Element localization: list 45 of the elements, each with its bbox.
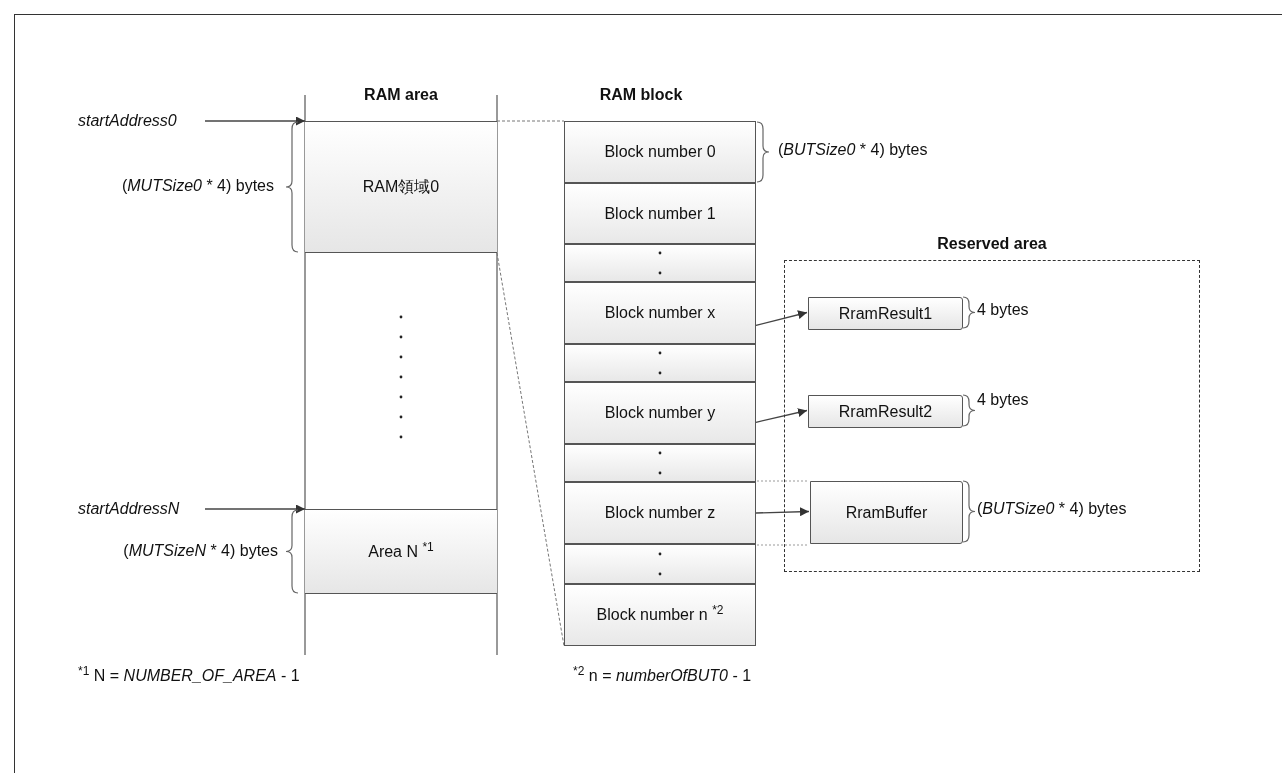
block-label: RramResult2 xyxy=(838,401,933,422)
block-label: Area N $^{*1}$ xyxy=(368,539,434,562)
block-label: Block number y xyxy=(604,403,716,423)
size-note: (MUTSizeN * 4) bytes xyxy=(123,542,278,559)
block-label: Block number n $^{*2}$ xyxy=(596,603,724,625)
block-label: Block number z xyxy=(604,503,716,523)
block-label: Block number 0 xyxy=(604,142,716,162)
memory-area xyxy=(305,121,497,253)
block-label: RramResult1 xyxy=(838,303,933,324)
size-note: (MUTSize0 * 4) bytes xyxy=(121,177,274,194)
size-note: 4 bytes xyxy=(977,391,1029,408)
address-name: startAddressN xyxy=(78,499,180,519)
memory-block xyxy=(564,183,756,244)
block-label: Block number x xyxy=(604,303,716,323)
buffer-box xyxy=(808,297,963,330)
block-label: RramBuffer xyxy=(845,502,928,523)
memory-block xyxy=(564,482,756,544)
arrow xyxy=(755,507,810,517)
arrow xyxy=(204,504,306,514)
memory-block xyxy=(564,544,756,584)
memory-block xyxy=(564,444,756,482)
memory-block xyxy=(564,244,756,282)
buffer-box xyxy=(808,395,963,428)
dashed-guide-line xyxy=(496,120,565,122)
buffer-box xyxy=(810,481,963,544)
size-note: (BUTSize0 * 4) bytes xyxy=(778,141,928,158)
footnote: $^{*2}$ n = numberOfBUT0 - 1 xyxy=(573,667,752,684)
memory-block xyxy=(564,344,756,382)
memory-block xyxy=(564,382,756,444)
column-heading: RAM area xyxy=(364,86,438,103)
size-note: 4 bytes xyxy=(977,301,1029,318)
memory-block xyxy=(564,282,756,344)
arrow xyxy=(204,116,306,126)
memory-area xyxy=(305,509,497,594)
block-label: Block number 1 xyxy=(604,203,716,224)
region-heading: Reserved area xyxy=(937,235,1047,252)
memory-block xyxy=(564,121,756,183)
size-note: (BUTSize0 * 4) bytes xyxy=(977,500,1127,517)
memory-block xyxy=(564,584,756,646)
footnote: $^{*1}$ N = NUMBER_OF_AREA - 1 xyxy=(78,667,300,684)
column-heading: RAM block xyxy=(599,86,683,103)
arrow xyxy=(755,408,808,423)
block-label: RAM領域0 xyxy=(362,177,440,197)
arrow xyxy=(755,310,808,327)
address-name: startAddress0 xyxy=(78,111,177,131)
